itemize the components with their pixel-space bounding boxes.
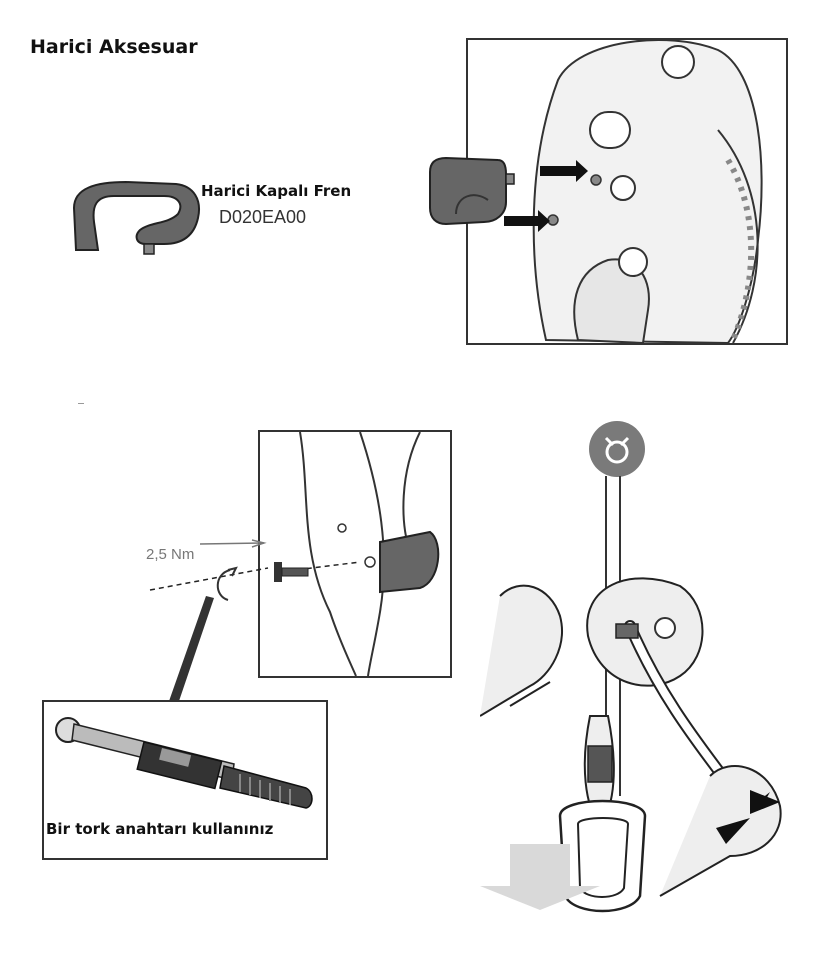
- brake-part-insert-illustration: [429, 156, 515, 226]
- torque-wrench-frame: [42, 700, 328, 860]
- lock-badge-icon: [589, 421, 645, 477]
- device-usage-illustration: [480, 476, 782, 913]
- torque-value-label: 2,5 Nm: [146, 546, 195, 563]
- screw-closeup-frame: [258, 430, 452, 678]
- brake-name-label: Harici Kapalı Fren: [201, 182, 352, 200]
- torque-axis-illustration: [149, 539, 269, 601]
- screw-closeup-illustration: [274, 432, 440, 676]
- pointer-callout: [168, 596, 214, 704]
- device-closeup-illustration: [504, 40, 763, 343]
- divider-mark: [78, 403, 84, 404]
- page-title: Harici Aksesuar: [30, 36, 198, 58]
- torque-wrench-illustration: [55, 717, 313, 809]
- brake-code-label: D020EA00: [219, 207, 307, 227]
- brake-accessory-illustration: [72, 180, 200, 255]
- device-closeup-frame: [466, 38, 788, 345]
- torque-note-label: Bir tork anahtarı kullanınız: [46, 820, 274, 838]
